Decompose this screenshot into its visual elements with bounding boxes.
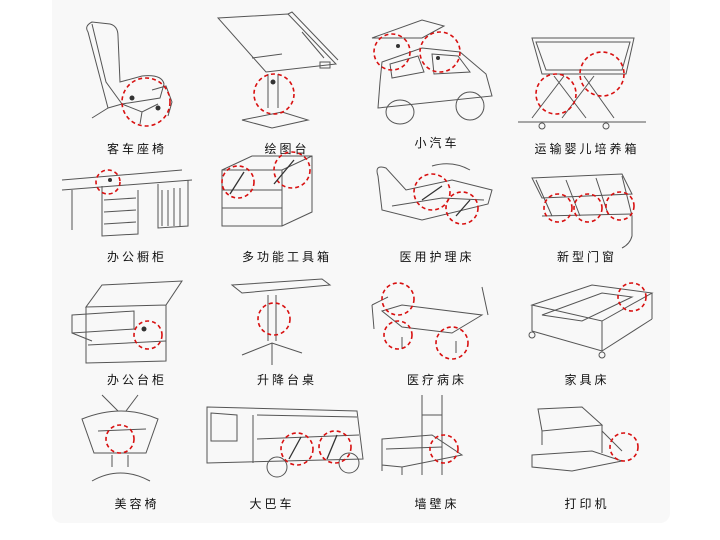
item-label: 家具床: [564, 373, 610, 387]
item-label: 办公台柜: [106, 373, 167, 387]
bus-illustration: [206, 406, 364, 478]
gallery-item: 医疗病床: [362, 275, 512, 400]
drafting-table-illustration: [216, 11, 339, 129]
infant-incubator-illustration: [518, 37, 646, 130]
gallery-item: 美容椅: [62, 394, 212, 520]
lift-table-illustration: [230, 278, 332, 365]
printer-illustration: [531, 406, 639, 472]
toolbox-illustration: [221, 151, 313, 227]
passenger-seat-illustration: [86, 21, 173, 127]
item-label: 美容椅: [114, 497, 160, 511]
gallery-item: 小汽车: [362, 12, 512, 150]
office-cabinet-illustration: [61, 169, 193, 237]
car-illustration: [371, 19, 493, 125]
gallery-item: 办公橱柜: [61, 150, 212, 275]
item-label: 运输婴儿培养箱: [534, 142, 640, 156]
hospital-bed-illustration: [371, 282, 489, 360]
item-label: 多功能工具箱: [241, 250, 332, 264]
item-label: 大巴车: [249, 497, 295, 511]
application-gallery-panel: 客车座椅 绘图台 小汽车: [52, 0, 670, 523]
furniture-bed-illustration: [528, 282, 654, 359]
item-label: 医用护理床: [399, 250, 475, 264]
gallery-item: 新型门窗: [512, 150, 662, 275]
gallery-item: 办公台柜: [62, 275, 212, 400]
gallery-item: 打印机: [512, 395, 662, 520]
item-label: 升降台桌: [256, 373, 317, 387]
beauty-chair-illustration: [81, 394, 159, 482]
item-label: 小汽车: [414, 136, 460, 150]
gallery-item: 绘图台: [212, 11, 362, 156]
item-label: 墙壁床: [414, 497, 460, 511]
item-label: 打印机: [564, 497, 610, 511]
window-illustration: [531, 173, 635, 249]
gallery-item: 客车座椅: [62, 12, 212, 156]
gallery-item: 墙壁床: [362, 395, 512, 520]
item-label: 客车座椅: [106, 142, 167, 156]
nursing-bed-illustration: [376, 163, 493, 225]
item-label: 绘图台: [264, 142, 310, 156]
gallery-item: 多功能工具箱: [212, 150, 362, 275]
gallery-item: 家具床: [512, 275, 662, 400]
item-label: 新型门窗: [556, 250, 617, 264]
gallery-item: 大巴车: [197, 395, 364, 520]
gallery-item: 医用护理床: [362, 150, 512, 275]
item-label: 医疗病床: [406, 373, 467, 387]
item-label: 办公橱柜: [106, 250, 167, 264]
gallery-item: 运输婴儿培养箱: [512, 12, 662, 156]
gallery-item: 升降台桌: [212, 275, 362, 400]
desk-drawer-illustration: [71, 280, 183, 364]
wall-bed-illustration: [381, 395, 464, 475]
